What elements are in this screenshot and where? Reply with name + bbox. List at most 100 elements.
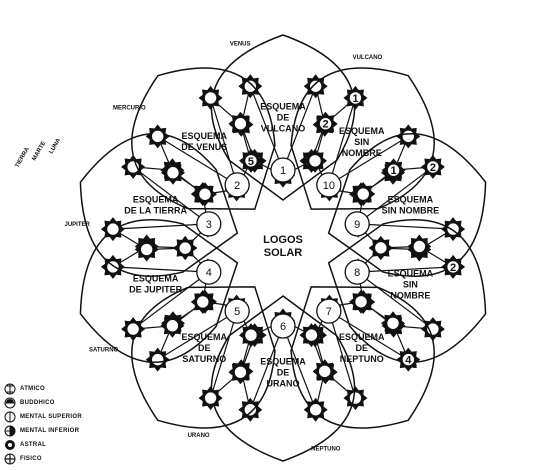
legend-item-physical: FISICO [4,452,82,466]
scheme-title-line: ESQUEMA [260,356,306,366]
globe-icon [303,149,327,173]
scheme-title-line: DE LA TIERRA [124,206,187,216]
legend-item-astral: ASTRAL [4,438,82,452]
scheme-number-circle: 6 [271,314,295,338]
scheme-number: 8 [354,267,360,279]
legend-label: FISICO [20,456,42,462]
globe-icon [161,161,185,185]
globe-icon [313,359,337,383]
scheme-number-circle: 5 [225,299,249,323]
scheme-title-line: DE [277,367,290,377]
scheme-number: 2 [234,180,240,192]
scheme-title: ESQUEMASIN NOMBRE [382,195,440,216]
scheme-number-circle: 2 [225,173,249,197]
globe-number: 1 [391,165,397,177]
center-label-line1: LOGOS [263,234,303,246]
globe-icon [381,311,405,335]
center-label-line2: SOLAR [264,247,303,259]
scheme-number-circle: 1 [271,158,295,182]
scheme-number: 4 [206,267,212,279]
scheme-number-circle: 3 [197,212,221,236]
scheme-title-line: NEPTUNO [340,354,384,364]
globe-icon [199,86,223,110]
astral-symbol-icon [4,439,16,451]
scheme-title-line: ESQUEMA [182,131,228,141]
globe-icon [193,182,217,206]
globe-number: 5 [248,156,254,168]
globe-icon [121,317,145,341]
scheme-title-line: ESQUEMA [388,268,434,278]
scheme-number: 1 [280,165,286,177]
scheme-title-line: VULCANO [261,124,306,134]
globe-icon [349,290,373,314]
globe-icon [173,236,197,260]
scheme-title-line: DE [277,113,290,123]
planet-label: NEPTUNO [311,447,341,453]
globe-icon [199,386,223,410]
higher-mental-symbol-icon [4,411,16,423]
scheme-title-line: ESQUEMA [182,332,228,342]
legend-label: BUDDHICO [20,400,55,406]
atmic-symbol-icon [4,383,16,395]
legend-item-atmic: ATMICO [4,382,82,396]
scheme-title-line: SATURNO [182,354,226,364]
legend-label: ATMICO [20,386,45,392]
planet-label: VULCANO [353,55,383,61]
scheme-number: 5 [234,306,240,318]
marked-globe: 5 [239,149,263,173]
globe-icon [228,112,252,136]
scheme-number: 7 [326,306,332,318]
globe-icon [239,323,263,347]
legend-label: MENTAL INFERIOR [20,428,79,434]
globe-icon [299,323,323,347]
scheme-title-line: DE [198,343,211,353]
globe-icon [135,238,159,262]
globe-icon [101,217,125,241]
globe-number: 4 [405,355,412,367]
planet-label: VENUS [230,41,251,47]
legend-label: MENTAL SUPERIOR [20,414,82,420]
marked-globe: 2 [441,255,465,279]
scheme-title-line: SIN NOMBRE [382,206,440,216]
scheme-title-line: DE [355,343,368,353]
scheme-number: 10 [323,180,335,192]
scheme-title-line: URANO [267,378,300,388]
globe-icon [396,124,420,148]
legend-item-higher-mental: MENTAL SUPERIOR [4,410,82,424]
scheme-title-line: SIN [354,137,369,147]
globe-icon [304,398,328,422]
scheme-number-circle: 10 [317,173,341,197]
scheme-number: 6 [280,321,286,333]
scheme-title-line: SIN [403,279,418,289]
globe-icon [228,360,252,384]
scheme-title-line: DE VENUS [181,142,227,152]
marked-globe: 4 [396,348,420,372]
globe-number: 2 [430,162,436,174]
planet-label: URANO [188,433,210,439]
lower-mental-symbol-icon [4,425,16,437]
globe-icon [407,235,431,259]
legend: ATMICO BUDDHICO MENTAL SUPERIOR MENTAL I… [4,382,82,466]
scheme-number: 9 [354,219,360,231]
buddhic-symbol-icon [4,397,16,409]
center-label: LOGOS SOLAR [263,234,303,259]
globe-number: 1 [352,93,358,105]
scheme-number-circle: 4 [197,260,221,284]
globe-number: 2 [323,119,329,131]
planet-label: LUNA [49,137,63,155]
legend-item-buddhic: BUDDHICO [4,396,82,410]
marked-globe: 2 [421,155,445,179]
marked-globe: 1 [382,158,406,182]
scheme-number-circle: 8 [345,260,369,284]
scheme-title-line: DE JUPITER [129,284,183,294]
planet-label: TIERRA [15,146,32,169]
globe-icon [146,124,170,148]
scheme-title-line: ESQUEMA [133,195,179,205]
globe-icon [351,182,375,206]
scheme-title-line: ESQUEMA [388,195,434,205]
